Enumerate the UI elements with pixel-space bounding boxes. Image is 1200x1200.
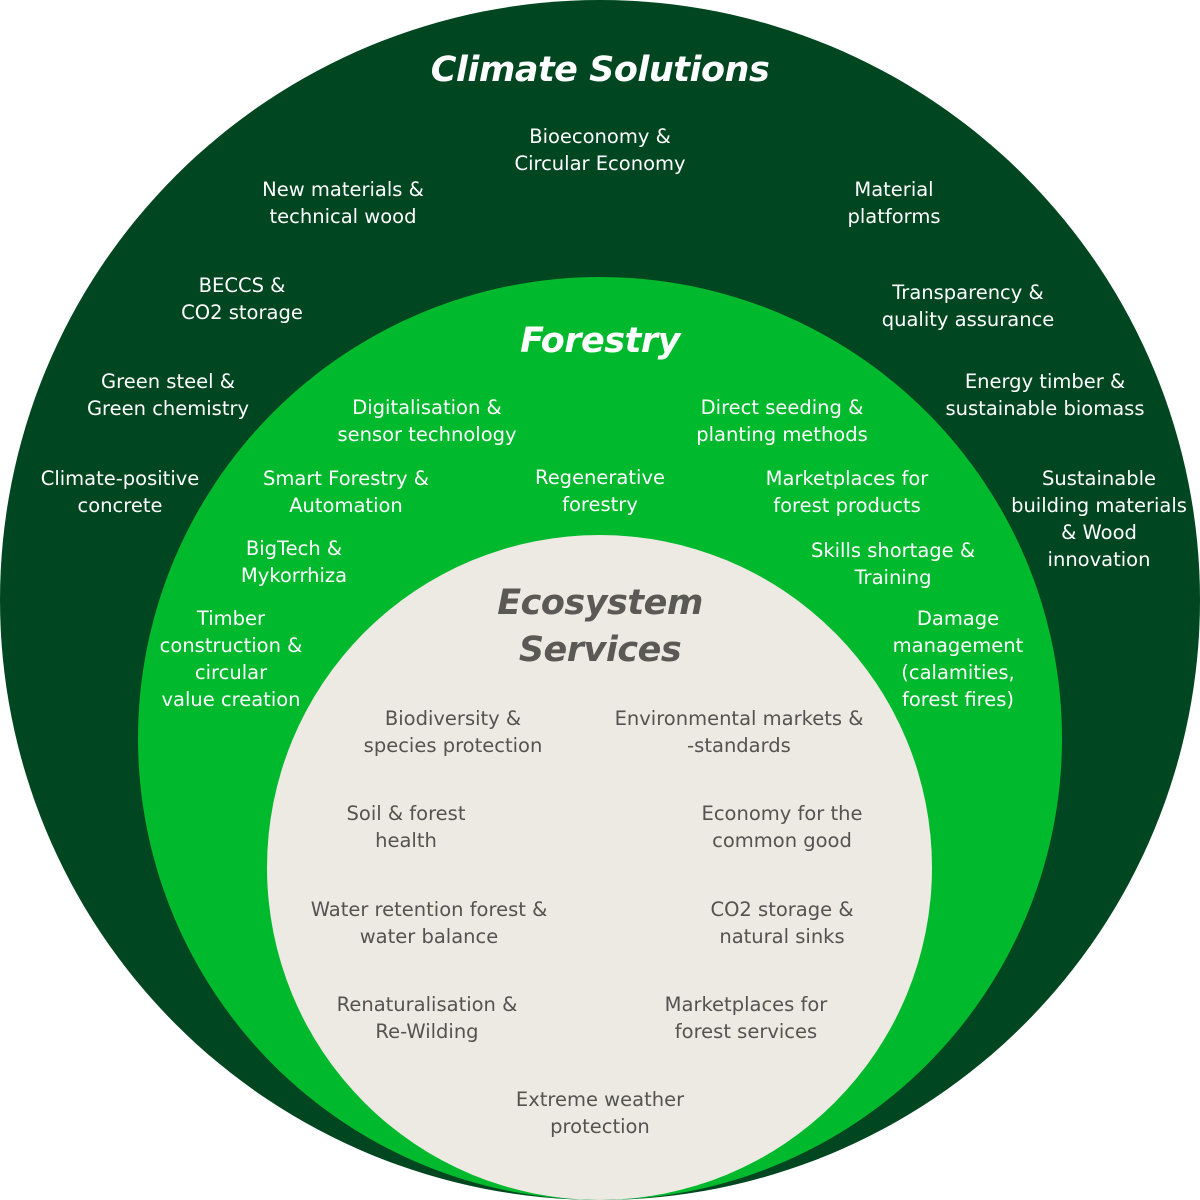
inner-item-co2-storage: CO2 storage & natural sinks (710, 898, 854, 948)
middle-item-bigtech: BigTech & Mykorrhiza (240, 537, 348, 587)
middle-item-direct-seeding: Direct seeding & planting methods (696, 396, 868, 446)
inner-item-biodiversity: Biodiversity & species protection (363, 707, 543, 757)
inner-item-soil-forest-health: Soil & forest health (346, 802, 466, 852)
outer-item-beccs: BECCS & CO2 storage (181, 274, 303, 324)
outer-ring-title: Climate Solutions (430, 50, 770, 90)
outer-item-sustainable-building: Sustainable building materials & Wood in… (1011, 467, 1187, 571)
middle-item-marketplaces-products: Marketplaces for forest products (765, 467, 929, 517)
inner-item-water-retention: Water retention forest & water balance (310, 898, 548, 948)
middle-ring-title: Forestry (520, 321, 680, 361)
outer-item-new-materials: New materials & technical wood (262, 178, 424, 228)
middle-item-regenerative-forestry: Regenerative forestry (535, 466, 665, 516)
outer-item-material-platforms: Material platforms (847, 178, 941, 228)
middle-item-timber-construction: Timber construction & circular value cre… (159, 607, 303, 711)
inner-item-extreme-weather: Extreme weather protection (515, 1088, 685, 1138)
middle-item-digitalisation: Digitalisation & sensor technology (337, 396, 517, 446)
middle-item-skills-shortage: Skills shortage & Training (810, 539, 976, 589)
outer-item-green-steel: Green steel & Green chemistry (86, 370, 250, 420)
inner-item-environmental-markets: Environmental markets & -standards (614, 707, 864, 757)
middle-item-smart-forestry: Smart Forestry & Automation (263, 467, 429, 517)
inner-item-renaturalisation: Renaturalisation & Re-Wilding (336, 993, 518, 1043)
outer-item-bioeconomy: Bioeconomy & Circular Economy (514, 125, 686, 175)
middle-item-damage-management: Damage management (calamities, forest fi… (892, 607, 1024, 711)
inner-ring-title: Ecosystem Services (497, 583, 703, 670)
inner-item-marketplaces-services: Marketplaces for forest services (664, 993, 828, 1043)
inner-ring-ecosystem-services (267, 535, 932, 1200)
outer-item-energy-timber: Energy timber & sustainable biomass (945, 370, 1145, 420)
outer-item-climate-positive-concrete: Climate-positive concrete (40, 467, 200, 517)
inner-item-economy-common-good: Economy for the common good (701, 802, 863, 852)
outer-item-transparency: Transparency & quality assurance (881, 281, 1055, 331)
